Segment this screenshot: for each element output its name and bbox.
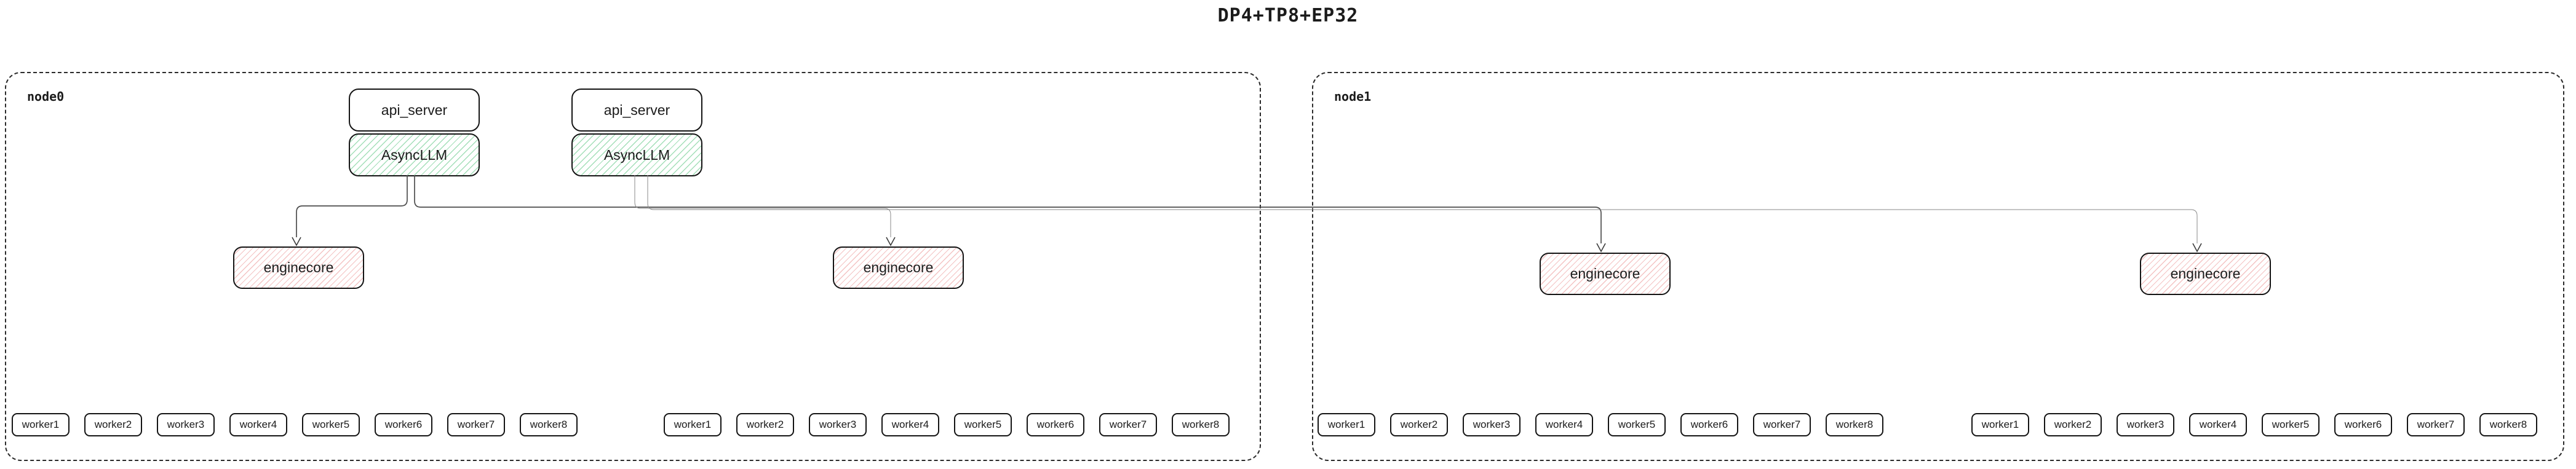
worker-box: worker3 bbox=[2117, 413, 2174, 436]
worker-box: worker6 bbox=[1027, 413, 1084, 436]
api-server-box-1: api_server bbox=[349, 89, 480, 132]
worker-box: worker1 bbox=[12, 413, 70, 436]
worker-box: worker5 bbox=[954, 413, 1012, 436]
asyncllm-box-2: AsyncLLM bbox=[571, 133, 702, 176]
worker-box: worker5 bbox=[1608, 413, 1666, 436]
worker-box: worker8 bbox=[1172, 413, 1230, 436]
worker-box: worker4 bbox=[1535, 413, 1593, 436]
enginecore-box-2: enginecore bbox=[833, 246, 964, 289]
node0-group: node0 api_server AsyncLLM api_server Asy… bbox=[5, 72, 1261, 461]
worker-box: worker5 bbox=[2262, 413, 2320, 436]
worker-box: worker4 bbox=[881, 413, 939, 436]
diagram-title: DP4+TP8+EP32 bbox=[1217, 5, 1359, 26]
worker-box: worker1 bbox=[1318, 413, 1375, 436]
worker-box: worker8 bbox=[520, 413, 578, 436]
node0-label: node0 bbox=[27, 89, 65, 104]
worker-box: worker6 bbox=[1680, 413, 1738, 436]
worker-box: worker1 bbox=[664, 413, 722, 436]
worker-box: worker3 bbox=[809, 413, 867, 436]
worker-box: worker7 bbox=[447, 413, 505, 436]
worker-box: worker7 bbox=[1099, 413, 1157, 436]
worker-box: worker7 bbox=[2407, 413, 2465, 436]
worker-box: worker8 bbox=[1826, 413, 1883, 436]
enginecore-box-1: enginecore bbox=[233, 246, 364, 289]
worker-box: worker2 bbox=[2044, 413, 2102, 436]
enginecore-box-4: enginecore bbox=[2140, 253, 2271, 295]
enginecore-box-3: enginecore bbox=[1540, 253, 1671, 295]
worker-box: worker3 bbox=[1463, 413, 1521, 436]
node1-label: node1 bbox=[1334, 89, 1372, 104]
node1-group: node1 enginecore enginecore worker1 work… bbox=[1312, 72, 2564, 461]
worker-box: worker6 bbox=[375, 413, 432, 436]
worker-box: worker5 bbox=[302, 413, 360, 436]
worker-box: worker4 bbox=[229, 413, 287, 436]
api-server-box-2: api_server bbox=[571, 89, 702, 132]
worker-box: worker1 bbox=[1971, 413, 2029, 436]
worker-box: worker4 bbox=[2189, 413, 2247, 436]
worker-box: worker6 bbox=[2334, 413, 2392, 436]
asyncllm-box-1: AsyncLLM bbox=[349, 133, 480, 176]
worker-box: worker7 bbox=[1753, 413, 1811, 436]
worker-box: worker2 bbox=[736, 413, 794, 436]
worker-box: worker2 bbox=[1390, 413, 1448, 436]
worker-box: worker8 bbox=[2479, 413, 2537, 436]
worker-box: worker2 bbox=[84, 413, 142, 436]
worker-box: worker3 bbox=[157, 413, 215, 436]
